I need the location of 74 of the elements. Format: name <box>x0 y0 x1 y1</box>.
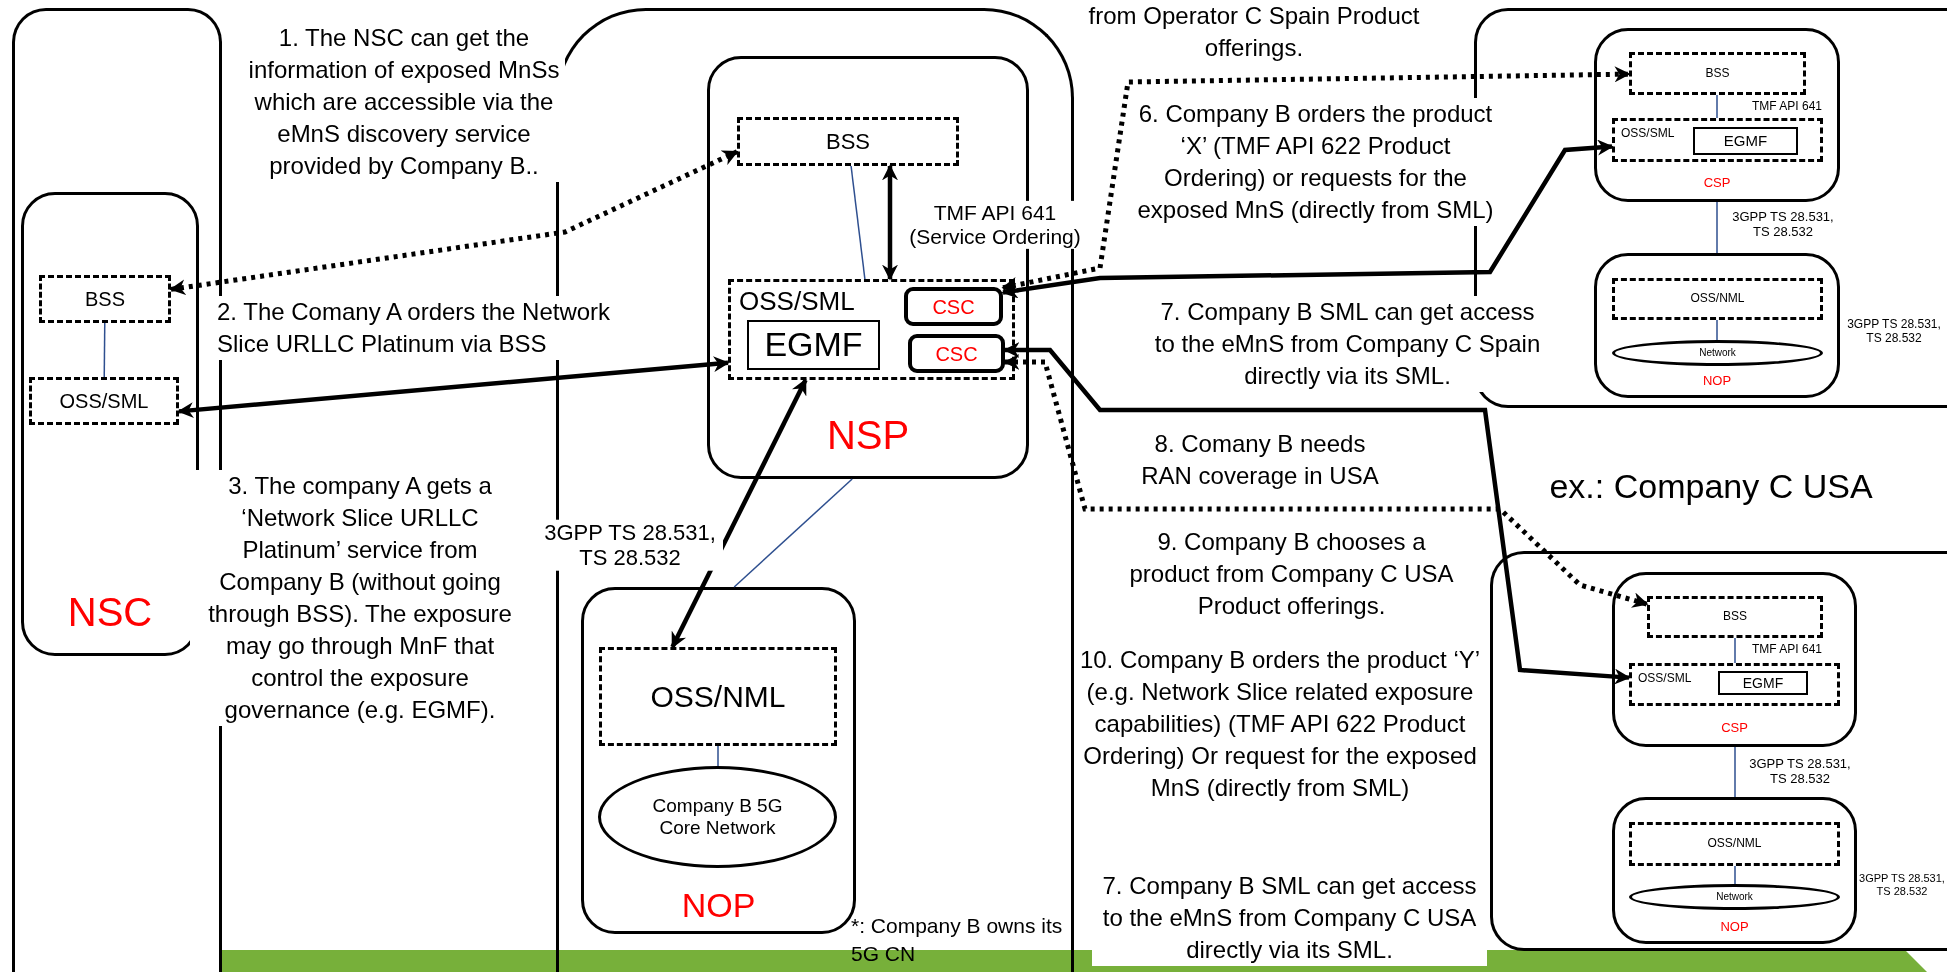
function-box <box>747 320 880 370</box>
box-label: Network <box>1698 347 1737 359</box>
dashed-box <box>728 279 1015 380</box>
dashed-box <box>29 377 179 425</box>
box-label: Network <box>1715 891 1754 903</box>
dashed-box <box>1629 663 1840 706</box>
box-label: NOP <box>1719 920 1750 935</box>
box-label: CSC <box>934 342 979 365</box>
function-box <box>1718 671 1808 695</box>
arrow <box>1003 354 1649 608</box>
box-label: NOP <box>1701 374 1733 389</box>
box-label: BSS <box>1722 610 1748 624</box>
connector-line <box>1716 201 1718 254</box>
arrow <box>882 164 898 281</box>
arrow <box>177 356 730 419</box>
arrow <box>1001 139 1614 299</box>
dashed-box <box>1629 52 1806 95</box>
connector-line <box>733 478 853 588</box>
connector-line <box>1716 94 1718 119</box>
dashed-box <box>1629 822 1840 866</box>
arrow <box>670 378 808 649</box>
box-label: OSS/NML <box>1689 292 1746 306</box>
box-label: CSC <box>931 295 976 318</box>
system-box <box>1612 572 1857 747</box>
box-label: CSP <box>1702 176 1732 191</box>
box-label: BSS <box>1704 66 1731 81</box>
box-label: OSS/NML <box>1706 837 1763 851</box>
arrow <box>169 149 739 296</box>
connector-line <box>103 322 106 378</box>
function-box <box>908 334 1005 373</box>
dashed-box <box>599 647 837 746</box>
box-label: NSP <box>825 412 911 458</box>
system-box <box>1594 28 1840 202</box>
box-label: OSS/NML <box>649 679 787 714</box>
connector-line <box>1734 746 1736 798</box>
network-ellipse <box>1612 340 1823 366</box>
box-label: CSP <box>1720 721 1749 736</box>
box-label: NSC <box>66 589 154 635</box>
interface-label: 3GPP TS 28.531, TS 28.532 <box>1846 317 1942 345</box>
interface-label: 3GPP TS 28.531, TS 28.532 <box>1748 756 1852 786</box>
interface-label: TMF API 641 <box>1752 642 1824 656</box>
box-label: EGMF <box>1722 132 1769 150</box>
connector-line <box>1734 637 1736 664</box>
box-label: OSS/SML <box>739 288 855 314</box>
dashed-box <box>737 117 959 166</box>
function-box <box>904 287 1003 326</box>
box-label: NOP <box>680 885 757 925</box>
dashed-box <box>1612 278 1823 320</box>
arrow <box>1003 342 1631 685</box>
system-box <box>1612 797 1857 944</box>
network-ellipse <box>1629 884 1840 910</box>
box-label: EGMF <box>763 325 864 365</box>
box-label: OSS/SML <box>1638 672 1692 684</box>
interface-label: 3GPP TS 28.531, TS 28.532 <box>1859 872 1945 898</box>
company-boundary <box>1490 551 1947 951</box>
box-label: OSS/SML <box>1621 127 1675 139</box>
interface-label: 3GPP TS 28.531, TS 28.532 <box>1731 209 1835 239</box>
connector-line <box>717 745 719 767</box>
dashed-box <box>1647 596 1823 638</box>
connector-line <box>850 165 866 280</box>
box-label: BSS <box>825 128 871 155</box>
function-box <box>1693 127 1798 155</box>
dashed-box <box>39 275 171 323</box>
box-label: BSS <box>84 287 126 311</box>
connector-line <box>1716 319 1718 341</box>
system-box <box>1594 253 1840 398</box>
connector-line <box>1734 865 1736 885</box>
box-label: EGMF <box>1741 674 1785 692</box>
dashed-box <box>1612 118 1823 162</box>
box-label: OSS/SML <box>58 389 150 413</box>
arrow <box>1001 66 1631 293</box>
interface-label: TMF API 641 <box>1752 99 1824 113</box>
network-ellipse <box>598 766 837 868</box>
box-label: Company B 5G Core Network <box>652 795 783 839</box>
